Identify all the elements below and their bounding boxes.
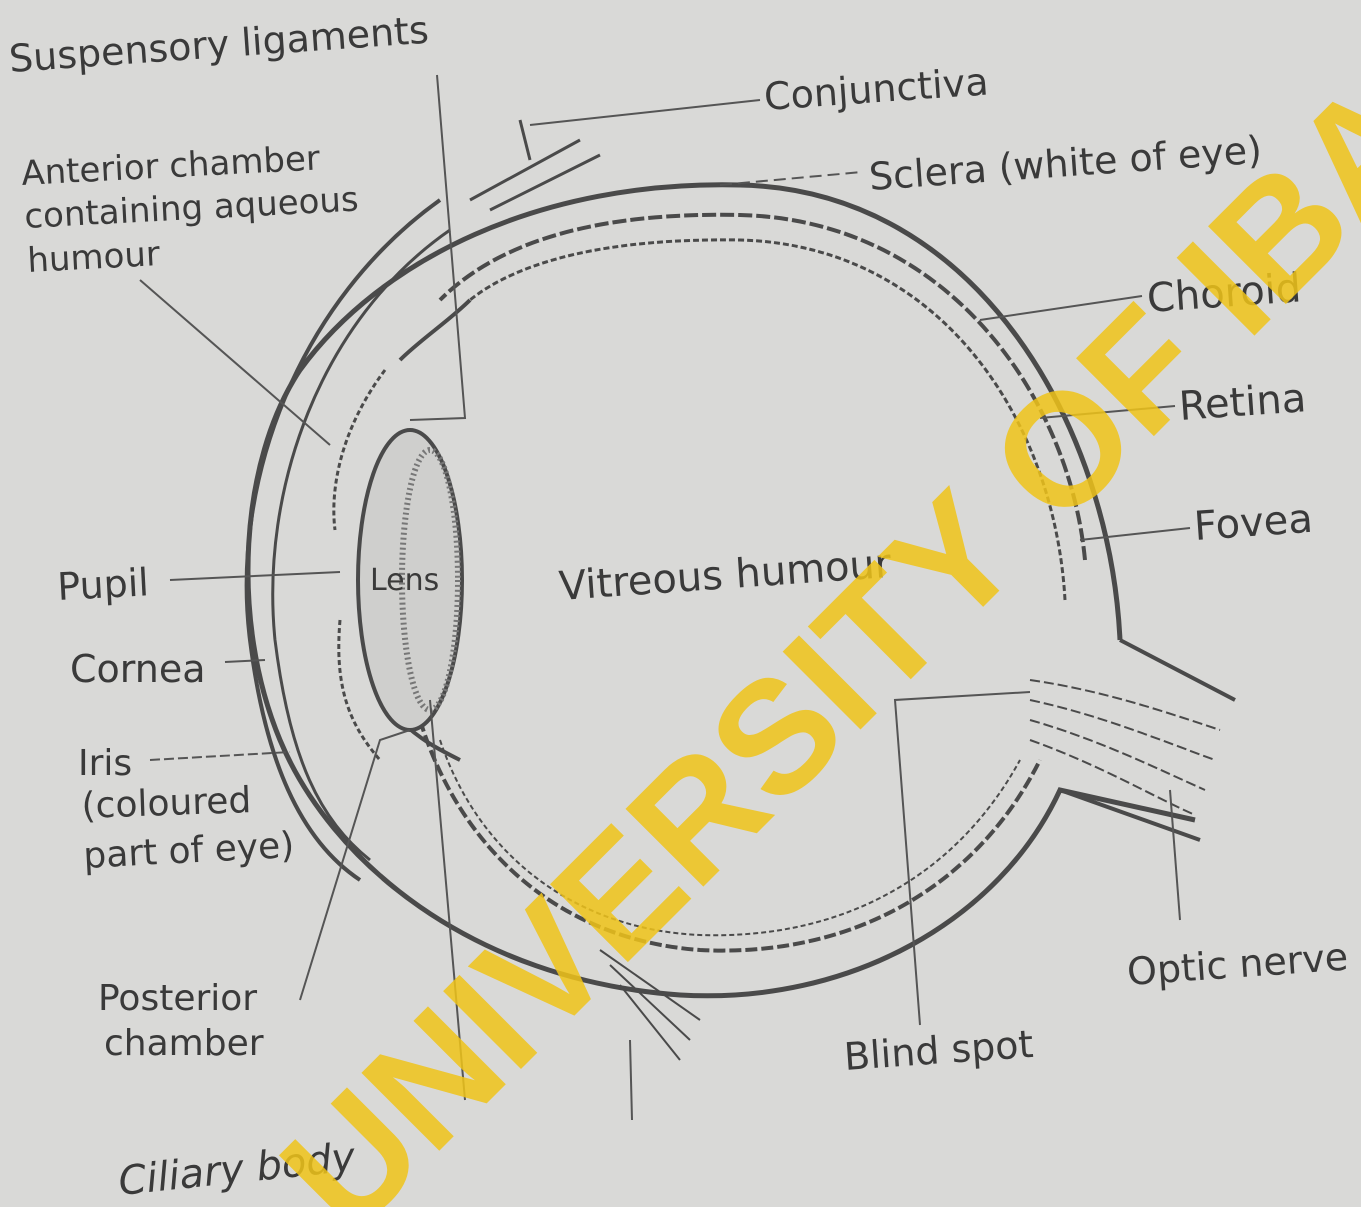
- pointer-blind-spot: [895, 692, 1030, 1025]
- pointer-sclera: [720, 172, 862, 185]
- label-suspensory-ligaments: Suspensory ligaments: [8, 8, 431, 81]
- pointer-optic-nerve: [1170, 790, 1180, 920]
- label-conjunctiva: Conjunctiva: [763, 59, 990, 119]
- label-pupil: Pupil: [56, 560, 150, 609]
- label-anterior-chamber-3: humour: [26, 234, 160, 281]
- label-iris-3: part of eye): [82, 825, 295, 877]
- label-optic-nerve: Optic nerve: [1126, 935, 1350, 994]
- label-iris-2: (coloured: [81, 780, 252, 827]
- pointer-iris: [150, 752, 290, 760]
- pointer-pupil: [170, 572, 340, 580]
- label-iris-1: Iris: [78, 743, 132, 784]
- label-lens: Lens: [370, 563, 439, 598]
- label-blind-spot: Blind spot: [843, 1022, 1035, 1079]
- conjunctiva-fold: [470, 120, 600, 210]
- label-cornea: Cornea: [70, 647, 206, 691]
- label-posterior-2: chamber: [104, 1023, 264, 1064]
- pointer-conjunctiva: [530, 100, 760, 125]
- pointer-lower: [630, 1040, 632, 1120]
- label-posterior-1: Posterior: [98, 978, 257, 1019]
- pointer-suspensory: [410, 75, 465, 420]
- label-fovea: Fovea: [1192, 496, 1314, 550]
- pointer-posterior: [300, 730, 410, 1000]
